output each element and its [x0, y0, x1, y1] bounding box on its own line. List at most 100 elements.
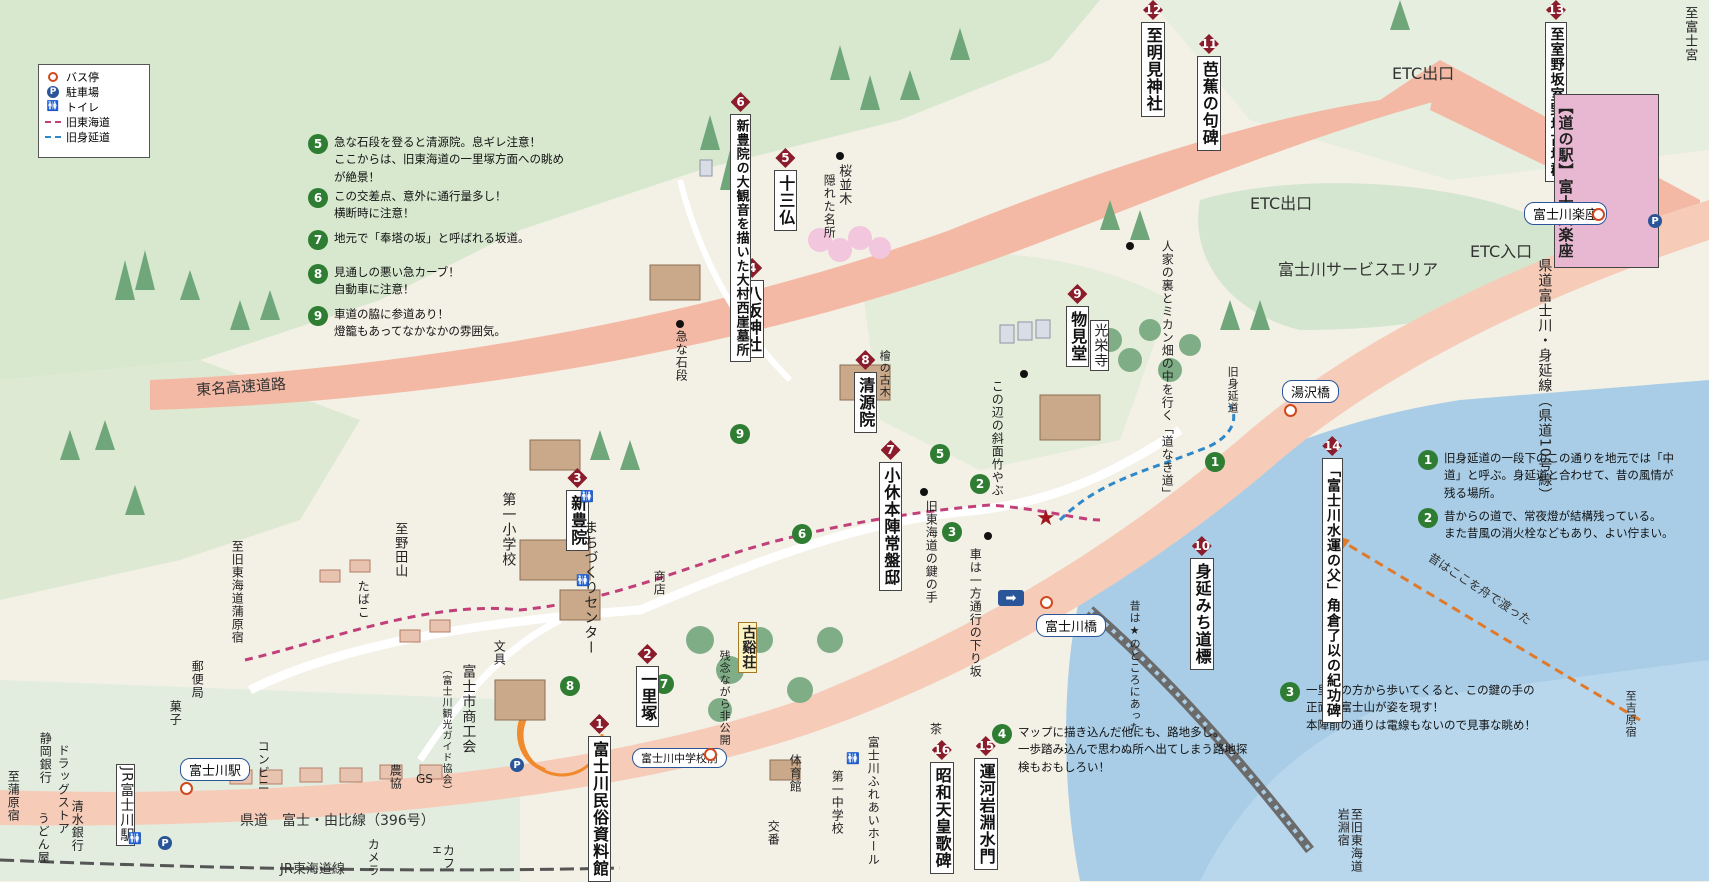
marker-7[interactable]: 7 小休本陣常盤邸 — [826, 440, 955, 591]
marker-9[interactable]: 9 物見堂 — [1048, 284, 1107, 367]
shop-label: 商店 — [652, 570, 667, 596]
map-point-2: 2 — [970, 474, 990, 494]
old-tokaido-route — [244, 503, 1101, 662]
note-line: 検もおもしろい！ — [1018, 759, 1110, 774]
marker-badge: 7 — [880, 440, 901, 460]
tea-label: 茶 — [930, 722, 943, 736]
note-line: 一歩踏み込んで思わぬ所へ出てしまう路地探 — [1018, 742, 1248, 757]
note-line: 燈籠もあってなかなかの雰囲気。 — [334, 324, 506, 339]
marker-label: 至明見神社 — [1141, 22, 1165, 117]
marker-badge: 8 — [855, 350, 876, 370]
marker-badge: 2 — [637, 644, 658, 664]
marker-label: 一里塚 — [635, 666, 660, 727]
note-line: 旧身延道の一段下のこの通りを地元では「中 — [1444, 451, 1674, 465]
marker-16[interactable]: 16 昭和天皇歌碑 — [886, 740, 998, 874]
machizukuri-center: まちづくりセンター — [582, 520, 599, 655]
tomei-expressway — [150, 60, 1460, 410]
to-nodayama-label: 至野田山 — [392, 522, 408, 578]
camera-label: カメラ — [366, 838, 381, 877]
note-number: 1 — [1418, 450, 1438, 470]
marker-14[interactable]: 14 「富士川水運の父」角倉了以の紀功碑 — [1260, 436, 1405, 723]
kohokuso-label[interactable]: 古谿荘 — [738, 622, 758, 673]
legend-old-tokaido: 旧東海道 — [45, 114, 143, 129]
marker-15[interactable]: 15 運河岩淵水門 — [930, 736, 1042, 870]
marker-label: 小休本陣常盤邸 — [878, 462, 903, 591]
marker-label: 清源院 — [853, 372, 878, 433]
note-4: 4 マップに描き込んだ他にも、路地多し。 一歩踏み込んで思わぬ所へ出てしまう路地… — [992, 724, 1247, 776]
gas-station-label: GS — [416, 772, 433, 786]
note-5: 5 急な石段を登ると清源院。息ギレ注意！ ここからは、旧東海道の一里塚方面への眺… — [308, 134, 564, 186]
marker-8[interactable]: 8 清源院 — [836, 350, 895, 433]
sakura-trees — [808, 226, 891, 262]
point-dot — [1020, 370, 1028, 378]
marker-11[interactable]: 11 芭蕉の句碑 — [1162, 34, 1256, 151]
note-number: 5 — [308, 134, 328, 154]
note-line: 地元で「奉塔の坂」と呼ばれる坂道。 — [334, 231, 530, 245]
kohokuso-note: 残念ながら非公開 — [718, 650, 732, 746]
michi-no-eki-box[interactable]: 【道の駅】富士川楽座 — [1554, 94, 1659, 268]
toilet-icon: 🚻 — [580, 490, 594, 503]
point-dot — [676, 320, 684, 328]
note-line: 横断時に注意！ — [334, 206, 415, 221]
marker-badge: 15 — [975, 736, 996, 756]
marker-5[interactable]: 5 十三仏 — [756, 148, 815, 231]
bus-stop-icon[interactable] — [180, 782, 193, 795]
toilet-icon: 🚻 — [46, 101, 60, 112]
one-way-label: 車は一方通行の下り坂 — [968, 548, 983, 678]
legend-old-tokaido-label: 旧東海道 — [66, 115, 110, 129]
yuzawabashi-label[interactable]: 湯沢橋 — [1282, 380, 1340, 403]
note-line: 一里塚の方から歩いてくると、この鍵の手の — [1306, 683, 1535, 697]
old-minobu-label: 旧身延道 — [1226, 366, 1240, 414]
etc-exit-label-1: ETC出口 — [1392, 64, 1455, 83]
service-area-label: 富士川サービスエリア — [1278, 260, 1439, 279]
note-line: 道」と呼ぶ。身延道と合わせて、昔の風情が — [1444, 468, 1674, 483]
note-line: 本陣前の通りは電線もないので見事な眺め！ — [1306, 717, 1536, 732]
point-dot — [984, 532, 992, 540]
marker-badge: 12 — [1142, 0, 1163, 20]
parking-icon: P — [47, 85, 59, 98]
parking-icon[interactable]: P — [510, 758, 524, 772]
bus-stop-icon[interactable] — [1284, 404, 1297, 417]
bus-stop-icon[interactable] — [1592, 208, 1605, 221]
kojuji-label[interactable]: 光栄寺 — [1090, 320, 1110, 371]
route-396-label: 県道 富士・由比線（396号） — [240, 813, 435, 829]
jr-fujikawa-station[interactable]: JR富士川駅 — [116, 764, 136, 846]
bus-stop-icon[interactable] — [704, 748, 717, 761]
marker-label: 富士川民俗資料館 — [587, 736, 612, 882]
parking-icon[interactable]: P — [1648, 214, 1662, 228]
kashi-label: 菓子 — [168, 700, 183, 726]
middle-school-stop[interactable]: 富士川中学校前 — [632, 748, 727, 768]
marker-badge: 5 — [775, 148, 796, 168]
note-line: ここからは、旧東海道の一里塚方面への眺め — [334, 152, 564, 167]
marker-label: 十三仏 — [773, 170, 798, 231]
to-yoshiwara-label: 至吉原宿 — [1624, 690, 1638, 738]
marker-6[interactable]: 6 新豊院の大観音を描いた大村西崖墓所 — [616, 92, 865, 362]
hills-area-west — [0, 360, 360, 600]
marker-10[interactable]: 10 身延みち道標 — [1146, 536, 1258, 670]
fujikawa-station-stop[interactable]: 富士川駅 — [180, 758, 251, 781]
fujikawa-rakuza-stop[interactable]: 富士川楽座 — [1524, 202, 1608, 225]
legend-old-minobu-label: 旧身延道 — [66, 130, 110, 144]
legend-bus-stop: バス停 — [45, 69, 143, 84]
marker-12[interactable]: 12 至明見神社 — [1106, 0, 1200, 117]
mikan-path-label: 人家の裏とミカン畑の中を行く「道なき道」 — [1160, 240, 1175, 500]
note-line: 自動車に注意！ — [334, 282, 415, 297]
marker-1[interactable]: 1 富士川民俗資料館 — [526, 714, 673, 882]
bus-stop-icon[interactable] — [1040, 596, 1053, 609]
map-legend: バス停 P 駐車場 🚻 トイレ 旧東海道 旧身延道 — [38, 64, 150, 158]
old-minobu-route — [1058, 404, 1236, 522]
note-number: 2 — [1418, 508, 1438, 528]
marker-label: 身延みち道標 — [1189, 558, 1214, 670]
marker-3[interactable]: 3 新豊院 — [548, 468, 607, 551]
shoko-kai-label: 富士市商工会 — [460, 664, 477, 754]
parking-icon[interactable]: P — [158, 836, 172, 850]
marker-label: 昭和天皇歌碑 — [929, 762, 954, 874]
marker-label: 新豊院の大観音を描いた大村西崖墓所 — [730, 114, 751, 362]
fujikawabashi-stop[interactable]: 富士川橋 — [1036, 614, 1107, 637]
drugstore-label: ドラッグストア — [56, 744, 71, 835]
to-kambara-juku-label: 至旧東海道蒲原宿 — [230, 540, 245, 644]
marker-2[interactable]: 2 一里塚 — [618, 644, 677, 727]
side-road-2 — [677, 179, 793, 383]
marker-badge: 9 — [1067, 284, 1088, 304]
river-shallow — [1200, 660, 1709, 881]
